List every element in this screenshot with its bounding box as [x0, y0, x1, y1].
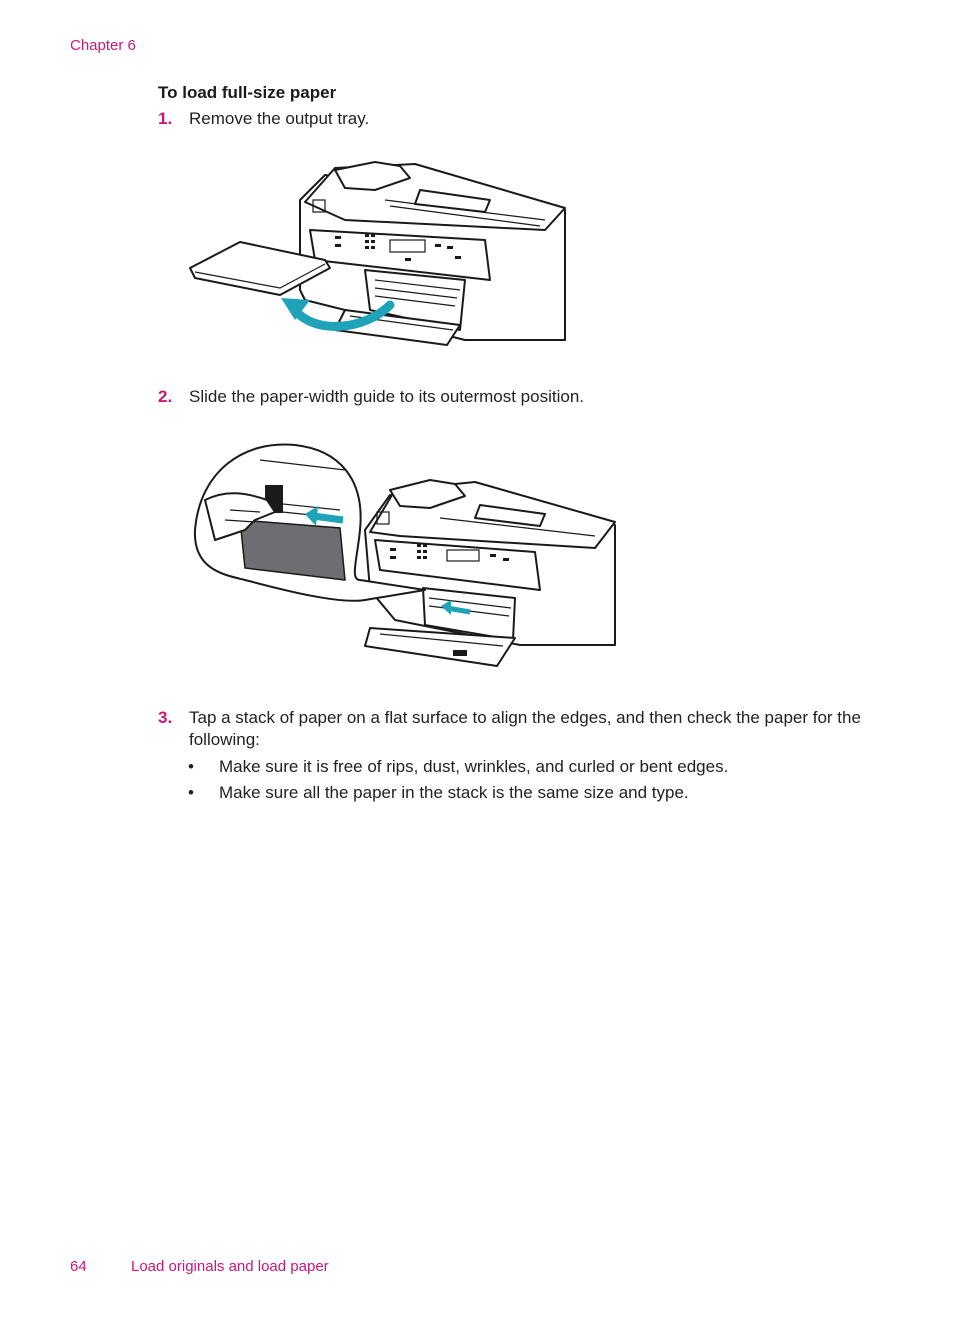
- bullet-dot: •: [188, 783, 194, 802]
- figure-remove-output-tray: [185, 160, 570, 350]
- step-number: 3.: [158, 708, 173, 727]
- step-text: Remove the output tray.: [189, 109, 370, 128]
- figure-slide-paper-width-guide: [185, 440, 620, 670]
- step-number: 2.: [158, 387, 173, 406]
- bullet-text: Make sure it is free of rips, dust, wrin…: [219, 757, 729, 776]
- chapter-label: Chapter 6: [70, 37, 136, 54]
- bullet-dot: •: [188, 757, 194, 776]
- page-number: 64: [70, 1258, 87, 1275]
- bullet-text: Make sure all the paper in the stack is …: [219, 783, 689, 802]
- section-heading: To load full-size paper: [158, 83, 337, 102]
- step-text: Tap a stack of paper on a flat surface t…: [189, 708, 861, 749]
- step-text: Slide the paper-width guide to its outer…: [189, 387, 585, 406]
- footer-title: Load originals and load paper: [131, 1258, 329, 1275]
- step-number: 1.: [158, 109, 173, 128]
